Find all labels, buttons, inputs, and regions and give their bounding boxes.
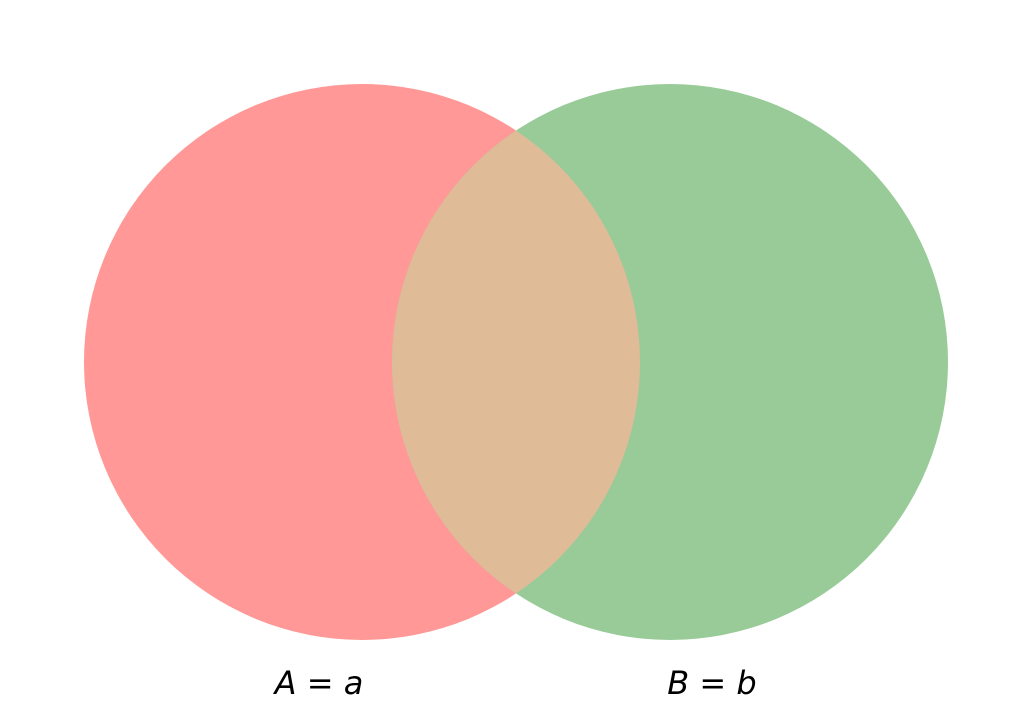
set-b-label-var: B — [667, 664, 689, 702]
set-a-label-eq: = — [297, 664, 344, 702]
set-a-label-var: A — [273, 664, 297, 702]
set-b-label-val: b — [736, 664, 756, 702]
set-a-label-val: a — [344, 664, 364, 702]
intersection-region — [392, 84, 640, 640]
set-a-label: A = a — [273, 664, 364, 702]
set-b-label-eq: = — [689, 664, 736, 702]
set-b-label: B = b — [667, 664, 756, 702]
